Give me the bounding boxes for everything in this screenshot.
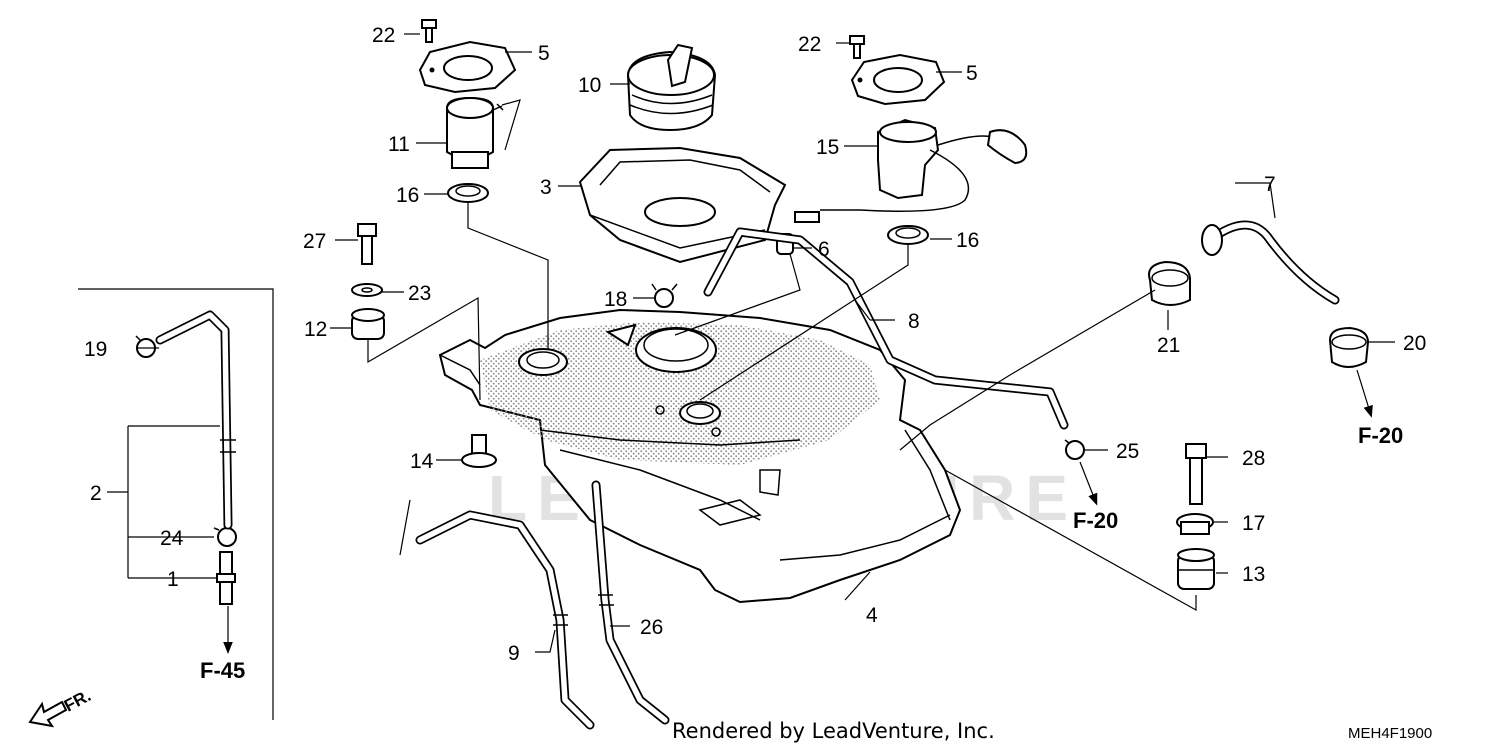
ref-f45[interactable]: F-45 [200, 658, 245, 683]
clamp-24 [213, 527, 237, 547]
setting-plate-right [850, 53, 946, 106]
callout-11: 11 [388, 133, 410, 156]
callout-12: 12 [304, 318, 327, 341]
clamp-25 [1064, 439, 1085, 460]
ref-f20-center[interactable]: F-20 [1073, 508, 1118, 533]
callout-15: 15 [816, 136, 839, 159]
callout-22-left: 22 [372, 24, 395, 47]
hose-26 [591, 480, 670, 725]
collar-14 [461, 434, 497, 468]
rendered-by-text: Rendered by LeadVenture, Inc. [672, 719, 995, 743]
rubber-mount-13 [1177, 548, 1215, 590]
fuel-tank [438, 308, 962, 604]
inset-frame [78, 288, 274, 720]
callout-3: 3 [540, 176, 552, 199]
clamp-19 [135, 335, 156, 358]
callout-6: 6 [818, 238, 830, 261]
callout-17: 17 [1242, 512, 1265, 535]
ref-f20-right[interactable]: F-20 [1358, 423, 1403, 448]
hose-9 [415, 510, 595, 730]
callout-16-left: 16 [396, 184, 419, 207]
bolt-22-right [849, 35, 865, 59]
callout-25: 25 [1116, 440, 1139, 463]
bolt-28 [1185, 443, 1207, 505]
clamp-20 [1328, 326, 1370, 368]
clamp-21 [1148, 260, 1191, 306]
fuel-cap [626, 43, 717, 132]
callout-5-right: 5 [966, 62, 978, 85]
callout-4: 4 [866, 604, 878, 627]
callout-8: 8 [908, 310, 920, 333]
fuel-pump [794, 118, 1028, 223]
callout-18: 18 [604, 288, 627, 311]
leader-lines [107, 33, 1395, 654]
hose-2 [155, 310, 236, 530]
front-arrow-icon: FR. [28, 686, 94, 728]
callout-22-right: 22 [798, 33, 821, 56]
tank-tray [578, 146, 787, 264]
callout-14: 14 [410, 450, 434, 473]
diagram-code: MEH4F1900 [1348, 725, 1432, 742]
bolt-22-left [421, 19, 437, 43]
collar-17 [1176, 513, 1214, 535]
callout-16-right: 16 [956, 229, 979, 252]
pressure-regulator [446, 96, 504, 169]
callout-2: 2 [90, 482, 102, 505]
washer-23 [351, 283, 383, 297]
callout-7: 7 [1264, 173, 1276, 196]
hose-7 [1201, 220, 1340, 305]
callout-10: 10 [578, 74, 601, 97]
callout-13: 13 [1242, 563, 1265, 586]
callout-19: 19 [84, 338, 107, 361]
callout-24: 24 [160, 527, 184, 550]
callout-26: 26 [640, 616, 663, 639]
callout-21: 21 [1157, 334, 1180, 357]
hose-8 [703, 227, 1069, 430]
clamp-18 [651, 283, 678, 308]
callout-1: 1 [167, 568, 179, 591]
callout-5-left: 5 [538, 42, 550, 65]
callout-9: 9 [508, 642, 520, 665]
callout-27: 27 [303, 230, 326, 253]
setting-plate-left [418, 40, 517, 94]
callout-numbers: 22 5 10 22 5 11 15 16 3 6 16 7 27 23 18 … [84, 24, 1426, 665]
joint-1 [216, 551, 236, 605]
rubber-mount-12 [351, 308, 385, 340]
callout-28: 28 [1242, 447, 1265, 470]
callout-20: 20 [1403, 332, 1426, 355]
callout-23: 23 [408, 282, 431, 305]
bolt-27 [357, 223, 377, 265]
